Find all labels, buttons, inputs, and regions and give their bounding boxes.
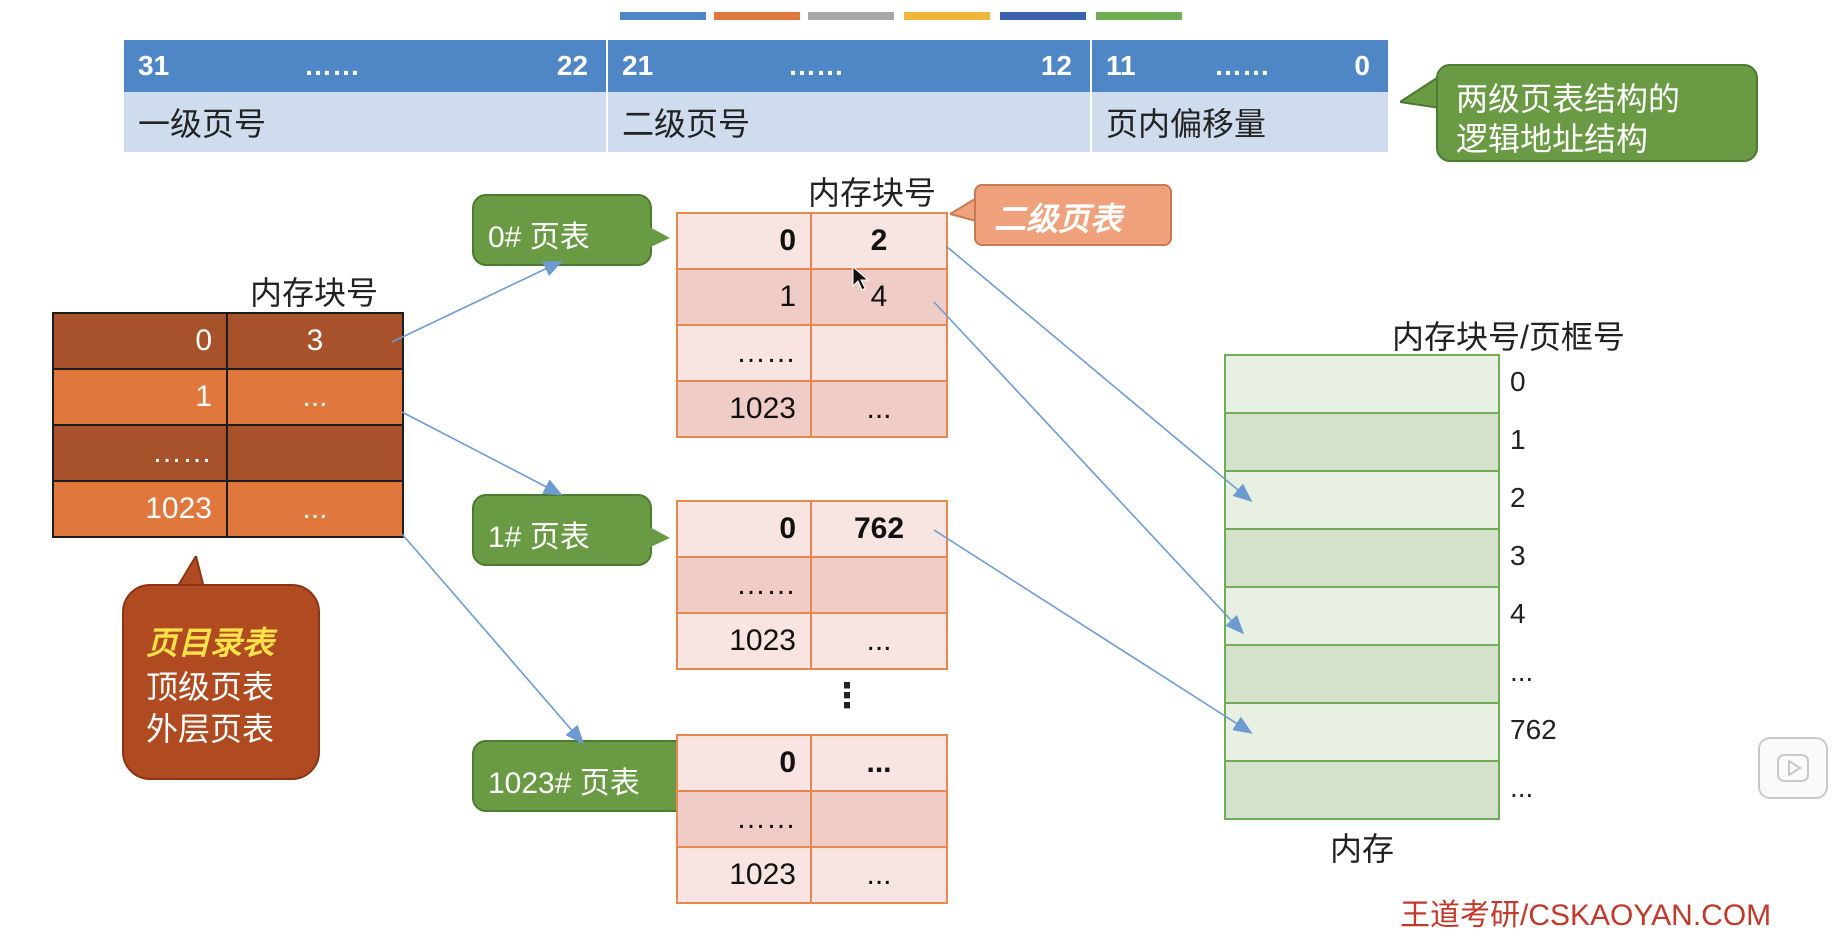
row-value-text: 2 — [870, 224, 888, 257]
seg3-dots: …… — [1214, 50, 1270, 81]
frame-number: 762 — [1510, 714, 1557, 745]
row-value-text: ... — [302, 492, 328, 525]
callout-pointer — [1400, 74, 1440, 110]
callout-logical-address: 两级页表结构的 逻辑地址结构 — [1436, 64, 1758, 162]
page-table-header: 内存块号 — [808, 175, 937, 211]
row-index-text: 0 — [195, 324, 212, 357]
row-index-text: …… — [152, 436, 212, 469]
seg3-high-bit: 11 — [1106, 50, 1136, 81]
row-value-text: 3 — [306, 324, 324, 357]
row-index-text: 0 — [779, 224, 796, 257]
row-index-text: 1023 — [729, 392, 796, 425]
play-button[interactable] — [1758, 737, 1828, 799]
row-index-text: 0 — [779, 512, 796, 545]
arrow-dir0-to-pt0 — [391, 260, 563, 343]
table-row-value — [810, 324, 948, 382]
row-value-text: ... — [866, 746, 892, 779]
seg2-dots: …… — [788, 50, 844, 81]
row-value-text: ... — [302, 380, 328, 413]
callout-pointer — [644, 224, 670, 250]
callout-page-table-1023: 1023# 页表 — [472, 740, 690, 812]
strip-segment — [904, 12, 990, 20]
row-index-text: 1 — [195, 380, 212, 413]
strip-segment — [714, 12, 800, 20]
row-value-text: 4 — [870, 280, 888, 313]
table-row-value: 4 — [810, 268, 948, 326]
frame-number: 3 — [1510, 540, 1526, 571]
seg2-high-bit: 21 — [622, 50, 654, 81]
row-index-text: 1023 — [729, 624, 796, 657]
seg3-low-bit: 0 — [1354, 50, 1370, 81]
table-row-index: 1023 — [676, 612, 812, 670]
seg1-dots: …… — [304, 50, 360, 81]
divider — [606, 40, 608, 152]
row-index-text: …… — [736, 802, 796, 835]
table-row-index: 1023 — [52, 480, 228, 538]
callout-pointer — [644, 524, 670, 550]
frame-number: 2 — [1510, 482, 1526, 513]
arrow-dir1-to-pt1 — [401, 411, 563, 496]
row-index-text: …… — [736, 336, 796, 369]
table-row-index: 1023 — [676, 846, 812, 904]
field-name-row — [124, 92, 1388, 152]
memory-caption: 内存 — [1330, 831, 1395, 867]
directory-header: 内存块号 — [250, 275, 379, 311]
memory-header: 内存块号/页框号 — [1392, 319, 1625, 355]
table-row-index: 0 — [52, 312, 228, 370]
mouse-cursor-icon — [852, 266, 870, 291]
vertical-ellipsis: ⋮ — [830, 677, 864, 715]
table-row-value: 762 — [810, 500, 948, 558]
table-row-index: 1023 — [676, 380, 812, 438]
arrow-dir1023-to-pt1023 — [401, 533, 585, 745]
strip-segment — [808, 12, 894, 20]
row-index-text: 0 — [779, 746, 796, 779]
strip-segment — [620, 12, 706, 20]
callout-page-directory: 页目录表 顶级页表 外层页表 — [122, 584, 320, 780]
arrow-pt1-0-to-frame762 — [933, 529, 1253, 734]
row-index-text: 1023 — [729, 858, 796, 891]
table-row-index: …… — [676, 556, 812, 614]
strip-segment — [1000, 12, 1086, 20]
strip-segment — [1096, 12, 1182, 20]
row-index-text: 1 — [779, 280, 796, 313]
callout-page-table-1: 1# 页表 — [472, 494, 652, 566]
table-row-value: 3 — [226, 312, 404, 370]
frame-number: ... — [1510, 772, 1534, 803]
arrow-pt0-0-to-frame2 — [945, 245, 1253, 503]
callout-second-level-table: 二级页表 — [974, 184, 1172, 246]
row-value-text: 762 — [853, 512, 905, 545]
table-row-value: ... — [810, 612, 948, 670]
table-row-index: …… — [676, 790, 812, 848]
seg1-high-bit: 31 — [138, 50, 170, 81]
watermark: 王道考研/CSKAOYAN.COM — [1400, 899, 1772, 932]
frame-number: 4 — [1510, 598, 1526, 629]
field-first-level-page-number: 一级页号 — [138, 106, 267, 142]
frame-number: ... — [1510, 656, 1534, 687]
table-row-value — [226, 424, 404, 482]
row-index-text: 1023 — [145, 492, 212, 525]
field-second-level-page-number: 二级页号 — [622, 106, 751, 142]
row-value-text: ... — [866, 624, 892, 657]
bit-range-row — [124, 40, 1388, 92]
callout-pointer — [950, 194, 980, 224]
row-value-text: ... — [866, 392, 892, 425]
table-row-index: 1 — [52, 368, 228, 426]
table-row-value: ... — [810, 846, 948, 904]
divider — [1090, 40, 1092, 152]
memory-frame — [1224, 760, 1500, 820]
field-page-offset: 页内偏移量 — [1106, 106, 1267, 142]
seg1-low-bit: 22 — [556, 50, 588, 81]
play-icon — [1777, 754, 1809, 782]
seg2-low-bit: 12 — [1040, 50, 1072, 81]
table-row-value: ... — [226, 480, 404, 538]
table-row-value: ... — [810, 734, 948, 792]
frame-number: 1 — [1510, 424, 1526, 455]
row-value-text: ... — [866, 858, 892, 891]
frame-number: 0 — [1510, 366, 1526, 397]
table-row-value: ... — [810, 380, 948, 438]
row-index-text: …… — [736, 568, 796, 601]
arrow-pt0-1-to-frame4 — [933, 301, 1245, 635]
memory-frame — [1224, 470, 1500, 530]
